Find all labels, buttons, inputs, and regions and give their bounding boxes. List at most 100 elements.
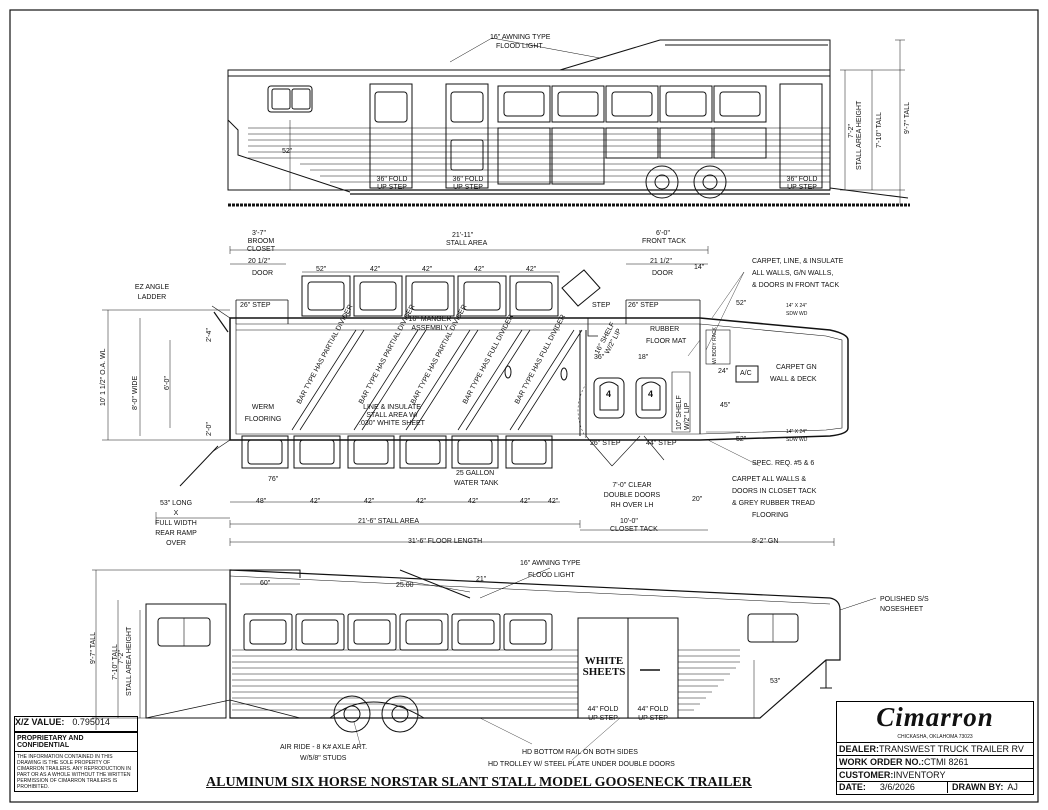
closet-tack-dim: 10'-0" — [620, 518, 638, 525]
water-tank-2: WATER TANK — [454, 480, 499, 487]
dim-20-left: 2'-0" — [206, 422, 213, 436]
drawing-title: ALUMINUM SIX HORSE NORSTAR SLANT STALL M… — [206, 775, 752, 790]
clear-doors-3: RH OVER LH — [610, 502, 654, 509]
window-dim-bottom: 42" — [310, 498, 321, 505]
top-up-step-2: UP STEP — [453, 184, 483, 191]
ez-angle-1: EZ ANGLE — [134, 284, 170, 291]
front-tack-label: FRONT TACK — [642, 238, 686, 245]
oal-label: 10' 1 1/2" O.A. WL — [100, 348, 107, 406]
clear-doors-2: DOUBLE DOORS — [603, 492, 661, 499]
window-dim-bottom: 42" — [468, 498, 479, 505]
line-insulate-1: LINE & INSULATE — [363, 404, 421, 411]
spec-req: SPEC. REQ. #5 & 6 — [752, 460, 815, 467]
carpet-closet-3: & GREY RUBBER TREAD — [732, 500, 815, 507]
dealer-row: DEALER:TRANSWEST TRUCK TRAILER RV — [837, 743, 1033, 756]
customer-value: INVENTORY — [893, 770, 946, 780]
door-left-label: DOOR — [252, 270, 273, 277]
bottom-stall-height-label: STALL AREA HEIGHT — [126, 626, 133, 696]
top-dim-52: 52" — [282, 148, 293, 155]
dim-14-top: 14" — [694, 264, 705, 271]
hd-bottom-rail: HD BOTTOM RAIL ON BOTH SIDES — [522, 749, 638, 756]
window-dim-top: 42" — [370, 266, 381, 273]
top-up-step-1: UP STEP — [377, 184, 407, 191]
work-order-row: WORK ORDER NO.:CTMI 8261 — [837, 756, 1033, 769]
proprietary-box: PROPRIETARY AND CONFIDENTIAL THE INFORMA… — [14, 732, 138, 792]
front-tack-dim: 6'-0" — [656, 230, 670, 237]
door-left-dim: 20 1/2" — [248, 258, 270, 265]
top-up-step-3: UP STEP — [787, 184, 817, 191]
carpet-closet-4: FLOORING — [752, 512, 789, 519]
door-right-label: DOOR — [652, 270, 673, 277]
bottom-dim-53: 53" — [770, 678, 781, 685]
work-order-label: WORK ORDER NO.: — [839, 757, 924, 767]
bottom-dim-60: 60" — [260, 580, 271, 587]
bottom-tall-97: 9'-7" TALL — [90, 632, 97, 664]
top-tall-710: 7'-10" TALL — [876, 112, 883, 148]
white-sheets-2: SHEETS — [582, 666, 626, 678]
bottom-dim-21: 21" — [476, 576, 487, 583]
manger-2: ASSEMBLY — [411, 325, 449, 332]
date-label: DATE: — [839, 782, 866, 792]
line-insulate-3: .030" WHITE SHEET — [359, 420, 425, 427]
carpet-closet-1: CARPET ALL WALLS & — [732, 476, 807, 483]
polished-1: POLISHED S/S — [880, 596, 929, 603]
ramp-3: FULL WIDTH — [155, 520, 197, 527]
inner-60: 6'-0" — [164, 376, 171, 390]
closet-tack-label: CLOSET TACK — [610, 526, 658, 533]
broom-closet-dim: 3'-7" — [252, 230, 266, 237]
date-value: 3/6/2026 — [879, 782, 915, 792]
k14-bot-2: SDW WD — [786, 437, 808, 443]
dim-20: 20" — [692, 496, 703, 503]
ez-angle-2: LADDER — [137, 294, 167, 301]
drawn-by-label: DRAWN BY: — [952, 782, 1004, 792]
stall-area-top-label: STALL AREA — [446, 240, 488, 247]
bottom-awning: 16" AWNING TYPE — [520, 560, 581, 567]
dim-76: 76" — [268, 476, 279, 483]
clear-doors-1: 7'-0" CLEAR — [612, 482, 652, 489]
k14-top-1: 14" X 24" — [786, 303, 807, 309]
step-mid: STEP — [592, 302, 611, 309]
step-26-left: 26" STEP — [240, 302, 271, 309]
werm-flooring-2: FLOORING — [244, 416, 282, 423]
top-fold-step-3: 36" FOLD — [786, 176, 818, 183]
shelf-10b: W/2" LIP — [684, 402, 691, 430]
xz-label: X/Z VALUE: — [15, 717, 65, 727]
floor-plan — [102, 246, 849, 546]
logo-address: CHICKASHA, OKLAHOMA 73023 — [897, 734, 973, 740]
work-order-value: CTMI 8261 — [924, 757, 969, 767]
carpet-front-1: CARPET, LINE, & INSULATE — [752, 258, 844, 265]
shelf-10: 10" SHELF — [676, 395, 683, 430]
broom-closet-label-2: CLOSET — [246, 246, 275, 253]
bottom-side-view — [92, 567, 877, 761]
bottom-flood-light: FLOOD LIGHT — [528, 572, 575, 579]
customer-label: CUSTOMER: — [839, 770, 894, 780]
werm-flooring-1: WERM — [251, 404, 275, 411]
saddle-num-1: 4 — [606, 389, 612, 399]
cimarron-logo: Cimarron CHICKASHA, OKLAHOMA 73023 — [837, 702, 1033, 743]
top-fold-step-1: 36" FOLD — [376, 176, 408, 183]
dim-24: 24" — [718, 368, 729, 375]
bottom-fold-1: 44" FOLD — [587, 706, 619, 713]
bottom-fold-2: 44" FOLD — [637, 706, 669, 713]
window-dim-top: 42" — [526, 266, 537, 273]
k14-bot-1: 14" X 24" — [786, 429, 807, 435]
air-ride-2: W/5/8" STUDS — [300, 755, 347, 762]
rear-52b: 52" — [736, 436, 747, 443]
floor-length: 31'-6" FLOOR LENGTH — [408, 538, 483, 545]
door-right-dim: 21 1/2" — [650, 258, 672, 265]
step-26-bot: 26" STEP — [590, 440, 621, 447]
body-rack-label: W/ BODY RACK — [712, 327, 718, 364]
window-dim-bottom: 42" — [548, 498, 559, 505]
proprietary-heading: PROPRIETARY AND CONFIDENTIAL — [15, 733, 137, 752]
stall-area-bottom: 21'-6" STALL AREA — [358, 518, 420, 525]
carpet-front-3: & DOORS IN FRONT TACK — [752, 282, 840, 289]
white-sheets-1: WHITE — [584, 655, 624, 667]
drawn-by-value: AJ — [1007, 782, 1018, 792]
top-stall-height-value: 7'-2" — [848, 124, 855, 138]
dim-18: 18" — [638, 354, 649, 361]
air-ride-1: AIR RIDE - 8 K# AXLE ART. — [280, 744, 368, 751]
ramp-2: X — [173, 510, 179, 517]
water-tank-1: 25 GALLON — [456, 470, 495, 477]
carpet-gn-2: WALL & DECK — [770, 376, 817, 383]
